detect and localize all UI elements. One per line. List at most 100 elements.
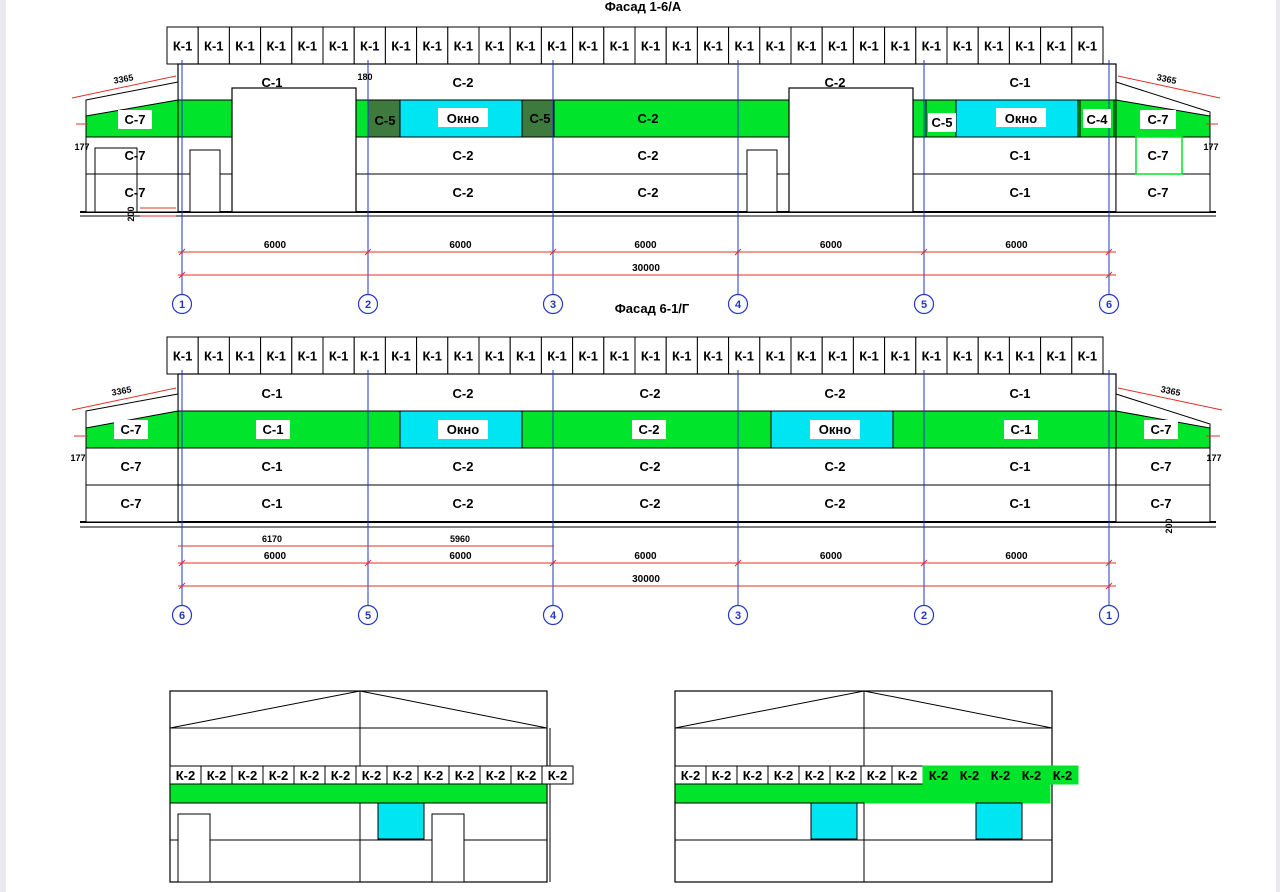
k-panel xyxy=(915,336,948,375)
k-panel-label: К-1 xyxy=(204,349,224,364)
green-band xyxy=(169,783,548,804)
k-panel-label: К-2 xyxy=(1022,768,1042,783)
axis-label: 5 xyxy=(921,299,927,311)
k-panel-label: К-1 xyxy=(547,39,567,54)
window-panel xyxy=(810,802,858,840)
k-panel-label: К-1 xyxy=(703,349,723,364)
panel-label: С-1 xyxy=(262,386,283,401)
panel-label: С-7 xyxy=(1151,422,1172,437)
panel-label: С-2 xyxy=(639,422,660,437)
dimension-text: 3365 xyxy=(113,72,134,85)
k-panel-label: К-1 xyxy=(641,39,661,54)
k-panel-label: К-1 xyxy=(391,39,411,54)
panel-label: С-2 xyxy=(638,148,659,163)
axis-bubble xyxy=(171,293,193,315)
k-panel-label: К-1 xyxy=(953,349,973,364)
dimension-text: 6000 xyxy=(820,551,843,562)
dimension-text: 180 xyxy=(357,72,372,82)
dimension-text: 200 xyxy=(1164,518,1174,533)
dimension-text: 6170 xyxy=(262,534,282,544)
k-panel-label: К-1 xyxy=(422,39,442,54)
axis-label: 2 xyxy=(365,299,371,311)
k-panel xyxy=(541,765,574,785)
dimension-text: 30000 xyxy=(632,574,660,585)
k-panel-label: К-2 xyxy=(960,768,980,783)
panel-label: С-7 xyxy=(125,185,146,200)
k-panel-label: К-1 xyxy=(173,39,193,54)
dimension-text: 30000 xyxy=(632,263,660,274)
k-panel-label: К-2 xyxy=(898,768,918,783)
panel-label: С-7 xyxy=(1151,459,1172,474)
k-panel xyxy=(260,26,293,65)
k-panel-label: К-1 xyxy=(329,349,349,364)
panel-label: С-7 xyxy=(125,112,146,127)
dimension-text: 6000 xyxy=(820,240,843,251)
panel-label: С-1 xyxy=(262,75,283,90)
panel-label: С-1 xyxy=(1010,496,1031,511)
axis-label: 6 xyxy=(1106,299,1112,311)
axis-bubble xyxy=(542,293,564,315)
panel-label: С-2 xyxy=(638,185,659,200)
k-panel-label: К-1 xyxy=(578,39,598,54)
k-panel xyxy=(759,336,792,375)
panel-label: С-7 xyxy=(1148,112,1169,127)
k-panel-label: К-1 xyxy=(984,39,1004,54)
k-panel xyxy=(384,26,418,65)
window-panel xyxy=(377,802,425,840)
k-panel xyxy=(977,26,1010,65)
panel-label: С-1 xyxy=(1011,422,1032,437)
k-panel xyxy=(540,336,574,375)
panel-label: С-1 xyxy=(1010,148,1031,163)
k-panel-label: К-1 xyxy=(360,349,380,364)
k-panel xyxy=(197,26,230,65)
k-panel-label: К-2 xyxy=(712,768,732,783)
axis-label: 1 xyxy=(179,299,185,311)
k-panel-label: К-1 xyxy=(1078,349,1098,364)
door-opening xyxy=(746,149,778,213)
k-panel xyxy=(1046,765,1079,785)
axis-label: 3 xyxy=(735,610,741,622)
k-panel-label: К-1 xyxy=(204,39,224,54)
k-panel xyxy=(603,336,636,375)
k-panel-label: К-1 xyxy=(547,349,567,364)
panel-label: С-2 xyxy=(640,386,661,401)
window-label: Окно xyxy=(819,422,851,437)
k-panel xyxy=(790,26,823,65)
panel-label: С-2 xyxy=(640,459,661,474)
k-panel-label: К-1 xyxy=(422,349,442,364)
window-label: Окно xyxy=(447,422,479,437)
axis-bubble xyxy=(171,604,193,626)
axis-bubble xyxy=(357,604,379,626)
panel-label: С-7 xyxy=(121,459,142,474)
gate-opening xyxy=(788,87,914,213)
k-panel-label: К-2 xyxy=(424,768,444,783)
k-panel-label: К-2 xyxy=(743,768,763,783)
k-panel xyxy=(603,26,636,65)
k-panel-label: К-2 xyxy=(331,768,351,783)
axis-bubble xyxy=(727,293,749,315)
k-panel-label: К-1 xyxy=(1015,39,1035,54)
k-panel xyxy=(759,26,792,65)
k-panel-label: К-1 xyxy=(766,39,786,54)
axis-label: 2 xyxy=(921,610,927,622)
k-panel-label: К-1 xyxy=(1078,39,1098,54)
k-panel-label: К-1 xyxy=(922,39,942,54)
facade-2-title: Фасад 6-1/Г xyxy=(615,301,690,316)
k-panel xyxy=(728,336,761,375)
door-opening xyxy=(431,813,465,883)
k-panel xyxy=(634,26,667,65)
panel-label: С-2 xyxy=(825,75,846,90)
dimension-text: 6000 xyxy=(449,240,472,251)
k-panel xyxy=(447,26,480,65)
axis-label: 6 xyxy=(179,610,185,622)
k-panel xyxy=(540,26,574,65)
k-panel-label: К-1 xyxy=(516,39,536,54)
k-panel xyxy=(509,26,542,65)
